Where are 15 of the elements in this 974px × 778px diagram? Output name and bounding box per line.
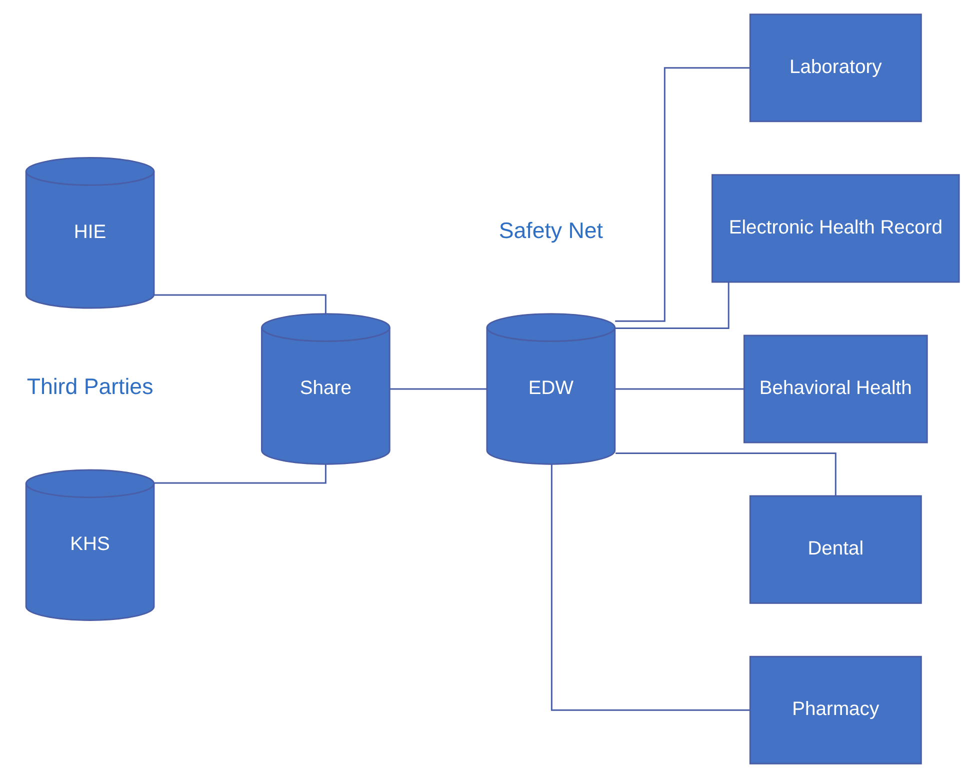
node-box: Behavioral Health (743, 334, 928, 444)
connector (154, 294, 326, 314)
node-box: Pharmacy (749, 656, 922, 764)
connector (616, 452, 836, 496)
connector (616, 388, 744, 390)
node-box: Laboratory (749, 14, 922, 122)
connector (615, 282, 730, 330)
label: Safety Net (498, 218, 603, 244)
connector (390, 388, 487, 390)
node-box: Electronic Health Record (712, 174, 960, 283)
connector (550, 464, 750, 711)
label: Third Parties (26, 374, 154, 400)
connector (615, 67, 750, 322)
connector (154, 464, 326, 484)
node-box: Dental (749, 495, 922, 604)
